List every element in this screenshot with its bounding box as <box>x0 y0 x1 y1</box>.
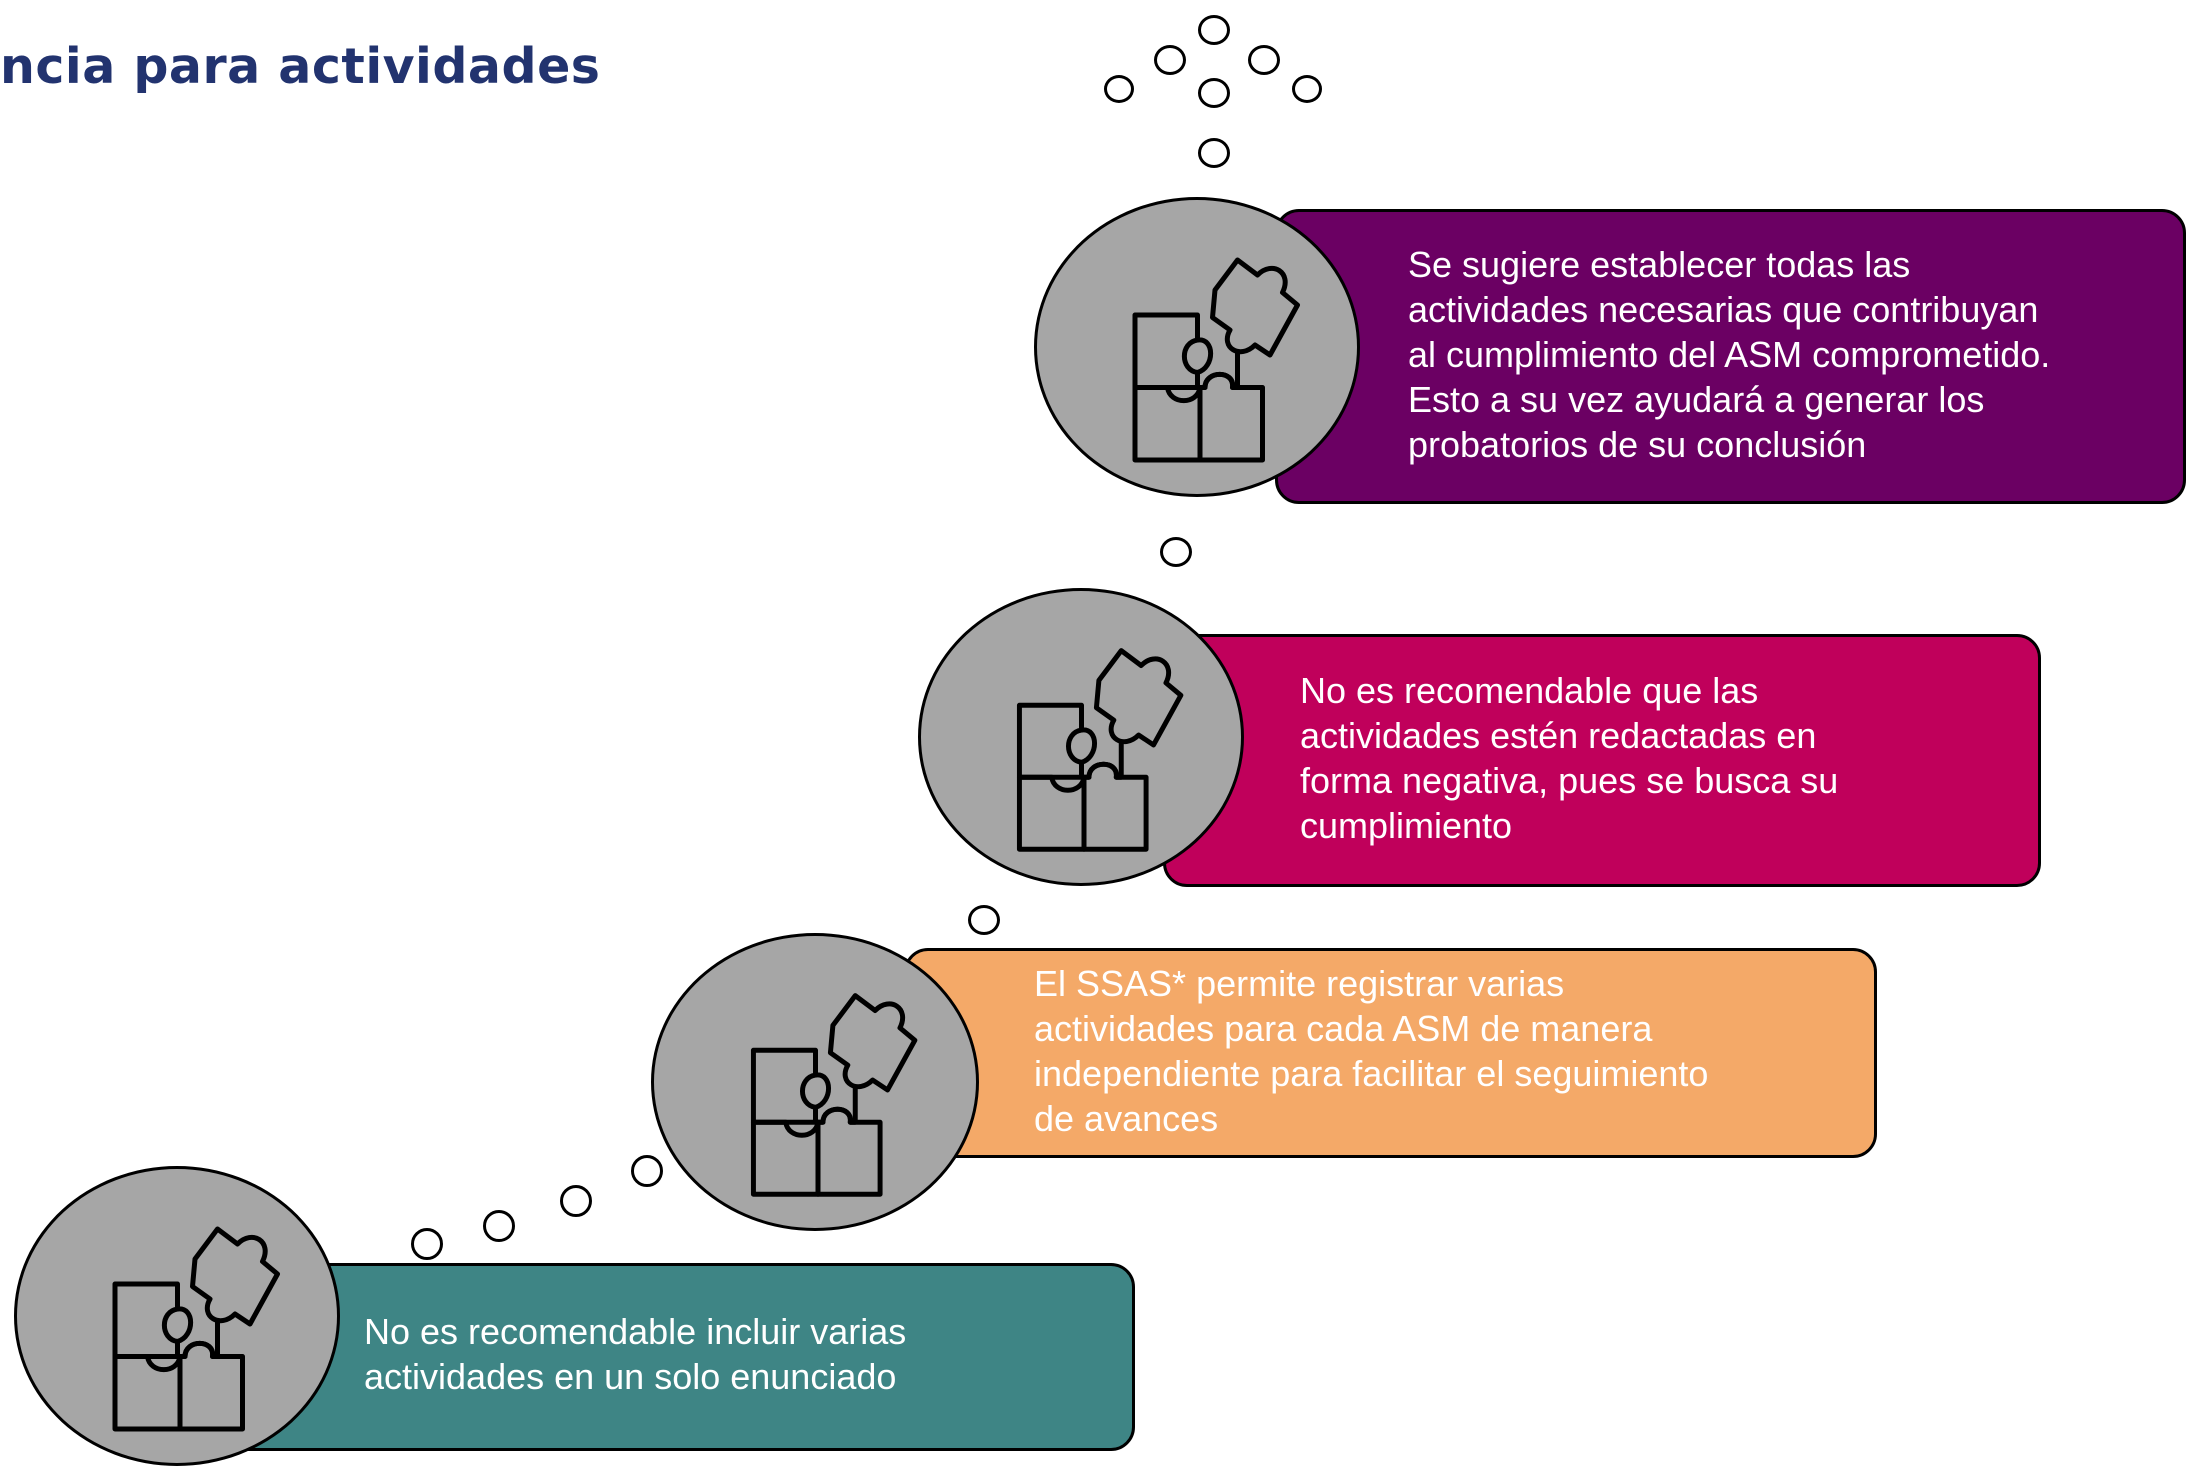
step-3-line-2: actividades estén redactadas en <box>1300 715 1817 756</box>
bubble-dot <box>1198 15 1230 45</box>
step-text-4: Se sugiere establecer todas las activida… <box>1408 242 2050 467</box>
step-text-1: No es recomendable incluir varias activi… <box>364 1309 906 1399</box>
step-2-line-2: actividades para cada ASM de manera <box>1034 1008 1653 1049</box>
step-circle-2 <box>651 933 979 1231</box>
step-1-line-1: No es recomendable incluir varias <box>364 1311 907 1352</box>
step-3-line-4: cumplimiento <box>1300 805 1513 846</box>
bubble-dot <box>483 1210 515 1242</box>
bubble-dot <box>1248 45 1280 75</box>
step-box-1 <box>180 1263 1135 1451</box>
step-2-line-4: de avances <box>1034 1098 1219 1139</box>
bubble-dot <box>411 1228 443 1260</box>
puzzle-icon <box>112 1226 280 1432</box>
bubble-dot <box>1104 75 1134 103</box>
step-2-line-1: El SSAS* permite registrar varias <box>1034 963 1565 1004</box>
step-4-line-3: al cumplimiento del ASM comprometido. <box>1408 334 2051 375</box>
step-box-3 <box>1163 634 2041 887</box>
step-3-line-3: forma negativa, pues se busca su <box>1300 760 1839 801</box>
step-4-line-2: actividades necesarias que contribuyan <box>1408 289 2039 330</box>
bubble-dot <box>1198 138 1230 168</box>
step-1-line-2: actividades en un solo enunciado <box>364 1356 897 1397</box>
step-circle-4 <box>1034 197 1360 497</box>
step-text-3: No es recomendable que las actividades e… <box>1300 668 1838 848</box>
page-title: ncia para actividades <box>0 38 601 95</box>
step-3-line-1: No es recomendable que las <box>1300 670 1759 711</box>
puzzle-icon <box>1016 648 1184 852</box>
step-4-line-5: probatorios de su conclusión <box>1408 424 1867 465</box>
bubble-dot <box>1292 75 1322 103</box>
step-circle-1 <box>14 1166 340 1466</box>
bubble-dot <box>968 905 1000 935</box>
step-4-line-4: Esto a su vez ayudará a generar los <box>1408 379 1985 420</box>
puzzle-icon <box>1132 257 1300 463</box>
bubble-dot <box>631 1155 663 1187</box>
bubble-dot <box>1198 78 1230 108</box>
step-2-line-3: independiente para facilitar el seguimie… <box>1034 1053 1709 1094</box>
step-box-4 <box>1275 209 2186 504</box>
step-4-line-1: Se sugiere establecer todas las <box>1408 244 1911 285</box>
bubble-dot <box>560 1185 592 1217</box>
step-text-2: El SSAS* permite registrar varias activi… <box>1034 961 1708 1141</box>
step-circle-3 <box>918 588 1244 886</box>
step-box-2 <box>904 948 1877 1158</box>
bubble-dot <box>1154 45 1186 75</box>
bubble-dot <box>1160 537 1192 567</box>
puzzle-icon <box>750 993 918 1197</box>
